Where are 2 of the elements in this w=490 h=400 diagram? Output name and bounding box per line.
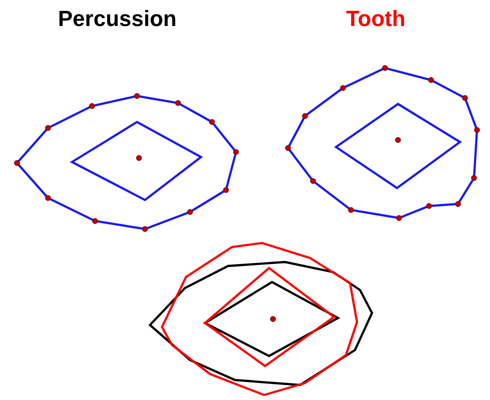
- panel-title: Percussion: [58, 6, 177, 32]
- panel-title: Tooth: [346, 6, 406, 32]
